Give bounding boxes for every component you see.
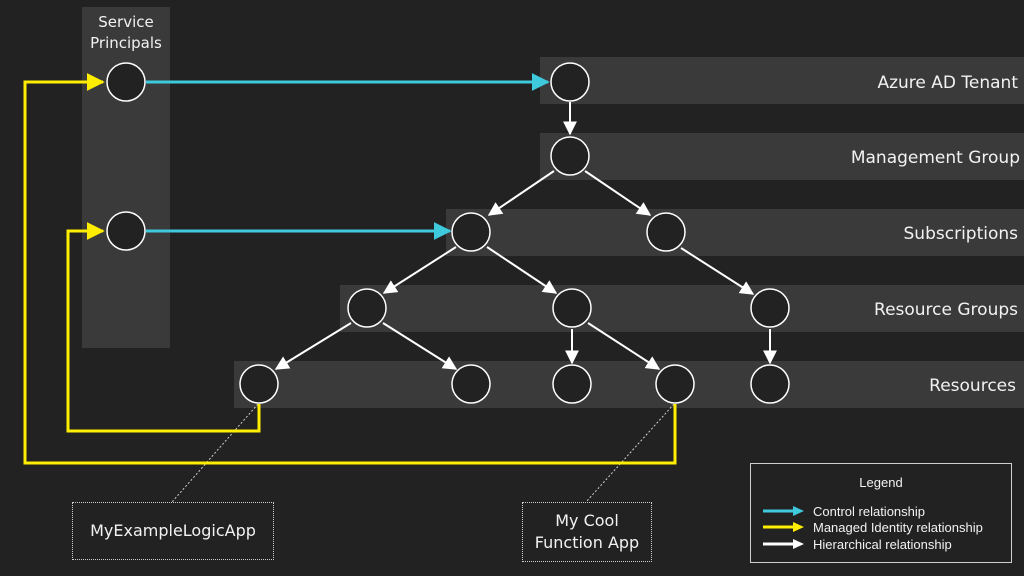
subscription-node-1 (451, 212, 491, 252)
hier-arrow-sub1-rg2 (486, 246, 558, 294)
resource-node-5 (750, 364, 790, 404)
callout-connector-function (585, 403, 675, 503)
management-group-node (550, 136, 590, 176)
callout-connector-logic (171, 403, 259, 503)
callout-function-app: My Cool Function App (522, 502, 652, 562)
white-arrow-icon (763, 539, 804, 549)
hier-arrow-sub1-rg1 (382, 246, 457, 294)
band-label-tenant: Azure AD Tenant (877, 73, 1018, 93)
resource-group-node-3 (750, 288, 790, 328)
callout-function-app-line-1: My Cool (555, 511, 619, 530)
legend: Legend Control relationship Managed Iden… (750, 463, 1012, 563)
yellow-arrow-icon (763, 522, 804, 532)
band-label-management-group: Management Group (851, 148, 1020, 168)
band-management-group (540, 133, 1024, 180)
band-resource-groups (340, 285, 1024, 332)
legend-label-hierarchical: Hierarchical relationship (813, 536, 952, 552)
legend-title: Legend (859, 475, 903, 490)
subscription-node-2 (646, 212, 686, 252)
service-principals-label-line-2: Principals (90, 34, 162, 52)
band-label-resource-groups: Resource Groups (874, 300, 1018, 320)
hier-arrow-mg-sub2 (584, 170, 652, 216)
resource-node-3 (552, 364, 592, 404)
callout-logic-app: MyExampleLogicApp (72, 502, 274, 560)
band-subscriptions (446, 209, 1024, 256)
callout-function-app-line-2: Function App (534, 533, 640, 552)
legend-item-control: Control relationship (763, 503, 925, 519)
callout-logic-app-label: MyExampleLogicApp (90, 521, 256, 540)
resource-group-node-1 (347, 288, 387, 328)
service-principals-label-line-1: Service (98, 13, 154, 31)
resource-group-node-2 (552, 288, 592, 328)
band-label-resources: Resources (929, 376, 1016, 396)
legend-label-managed-identity: Managed Identity relationship (813, 519, 983, 535)
hier-arrow-mg-sub1 (487, 170, 555, 216)
legend-item-managed-identity: Managed Identity relationship (763, 519, 983, 535)
band-label-subscriptions: Subscriptions (904, 224, 1019, 244)
legend-item-hierarchical: Hierarchical relationship (763, 536, 952, 552)
hier-arrow-rg2-res4 (587, 322, 661, 370)
legend-label-control: Control relationship (813, 503, 926, 519)
cyan-arrow-icon (763, 506, 804, 516)
hier-arrow-rg1-res2 (382, 322, 458, 370)
service-principals-column (82, 7, 170, 348)
tenant-node (550, 62, 590, 102)
band-resources (234, 361, 1024, 408)
hier-arrow-rg1-res1 (274, 322, 352, 370)
service-principals-label: Service Principals (82, 12, 170, 54)
resource-node-2 (451, 364, 491, 404)
managed-identity-function-app (23, 73, 677, 465)
resource-node-logic-app (239, 364, 279, 404)
service-principal-node-2 (106, 211, 146, 251)
managed-identity-logic-app (66, 222, 261, 433)
hier-arrow-sub2-rg3 (680, 247, 755, 295)
service-principal-node-1 (106, 62, 146, 102)
band-tenant (540, 57, 1024, 104)
resource-node-function-app (655, 364, 695, 404)
